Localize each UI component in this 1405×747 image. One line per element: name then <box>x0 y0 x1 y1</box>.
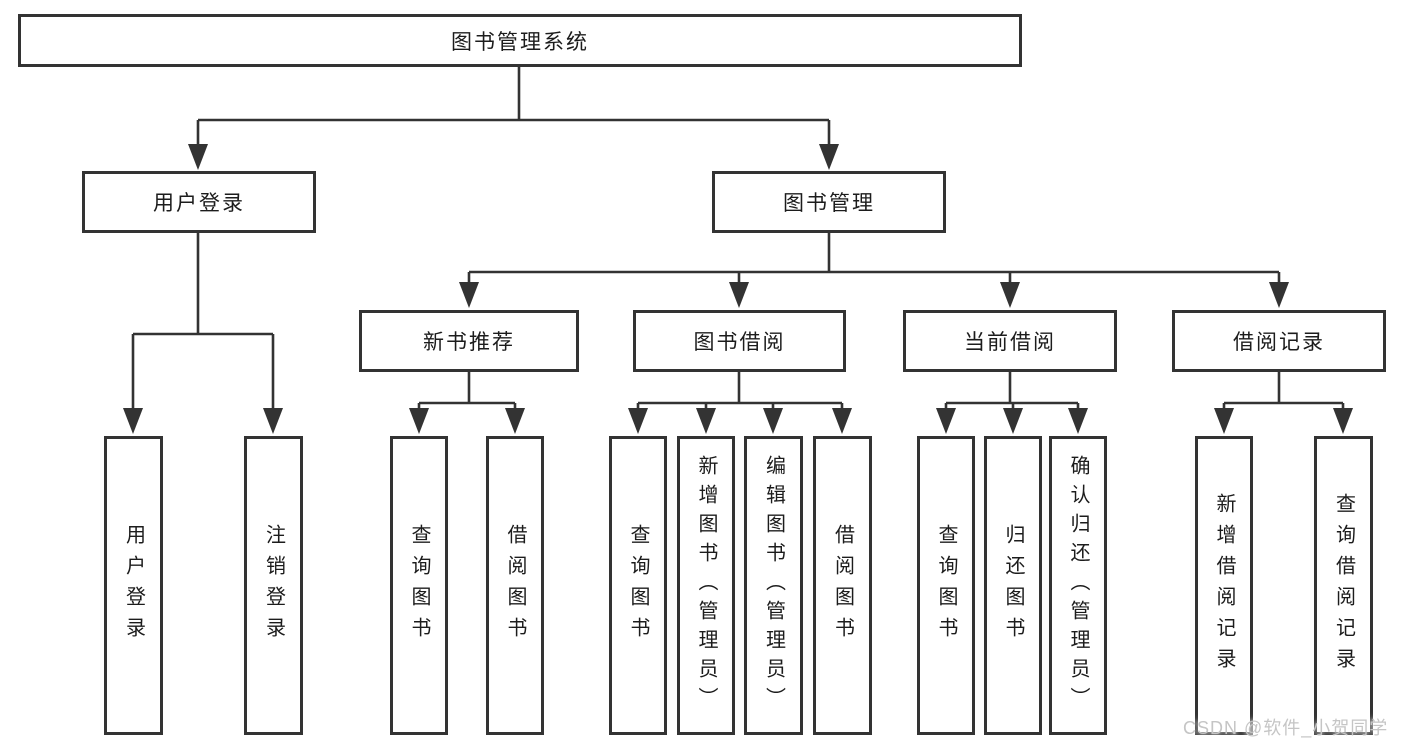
node-new-book-recommend: 新书推荐 <box>359 310 579 372</box>
leaf-query-books-recommend-label: 查询图书 <box>408 523 430 648</box>
leaf-query-borrow-record: 查询借阅记录 <box>1314 436 1373 735</box>
leaf-return-books-label: 归还图书 <box>1002 523 1024 648</box>
leaf-borrow-books-recommend-label: 借阅图书 <box>504 523 526 648</box>
node-user-login: 用户登录 <box>82 171 316 233</box>
node-borrowing-records: 借阅记录 <box>1172 310 1386 372</box>
leaf-logout-label: 注销登录 <box>262 523 285 648</box>
leaf-query-books-borrowing: 查询图书 <box>609 436 667 735</box>
leaf-query-books-borrowing-label: 查询图书 <box>627 523 649 648</box>
leaf-confirm-return-admin: 确认归还（管理员） <box>1049 436 1107 735</box>
leaf-borrow-books-borrowing: 借阅图书 <box>813 436 872 735</box>
node-book-management: 图书管理 <box>712 171 946 233</box>
leaf-query-books-current: 查询图书 <box>917 436 975 735</box>
leaf-user-login-label: 用户登录 <box>122 523 145 648</box>
leaf-user-login: 用户登录 <box>104 436 163 735</box>
leaf-query-books-recommend: 查询图书 <box>390 436 448 735</box>
leaf-add-book-admin: 新增图书（管理员） <box>677 436 735 735</box>
csdn-watermark: CSDN @软件_小贺同学 <box>1183 718 1389 738</box>
leaf-add-book-admin-label: 新增图书（管理员） <box>695 455 717 716</box>
leaf-edit-book-admin-label: 编辑图书（管理员） <box>762 455 785 716</box>
leaf-edit-book-admin: 编辑图书（管理员） <box>744 436 803 735</box>
leaf-confirm-return-admin-label: 确认归还（管理员） <box>1067 455 1089 716</box>
leaf-borrow-books-recommend: 借阅图书 <box>486 436 544 735</box>
leaf-query-books-current-label: 查询图书 <box>935 523 957 648</box>
arrowheads <box>123 144 1353 434</box>
node-library-management-system: 图书管理系统 <box>18 14 1022 67</box>
leaf-add-borrow-record-label: 新增借阅记录 <box>1213 492 1235 679</box>
leaf-logout: 注销登录 <box>244 436 303 735</box>
leaf-borrow-books-borrowing-label: 借阅图书 <box>831 523 854 648</box>
node-current-borrowing: 当前借阅 <box>903 310 1117 372</box>
leaf-add-borrow-record: 新增借阅记录 <box>1195 436 1253 735</box>
leaf-query-borrow-record-label: 查询借阅记录 <box>1332 492 1355 679</box>
leaf-return-books: 归还图书 <box>984 436 1042 735</box>
node-book-borrowing: 图书借阅 <box>633 310 846 372</box>
